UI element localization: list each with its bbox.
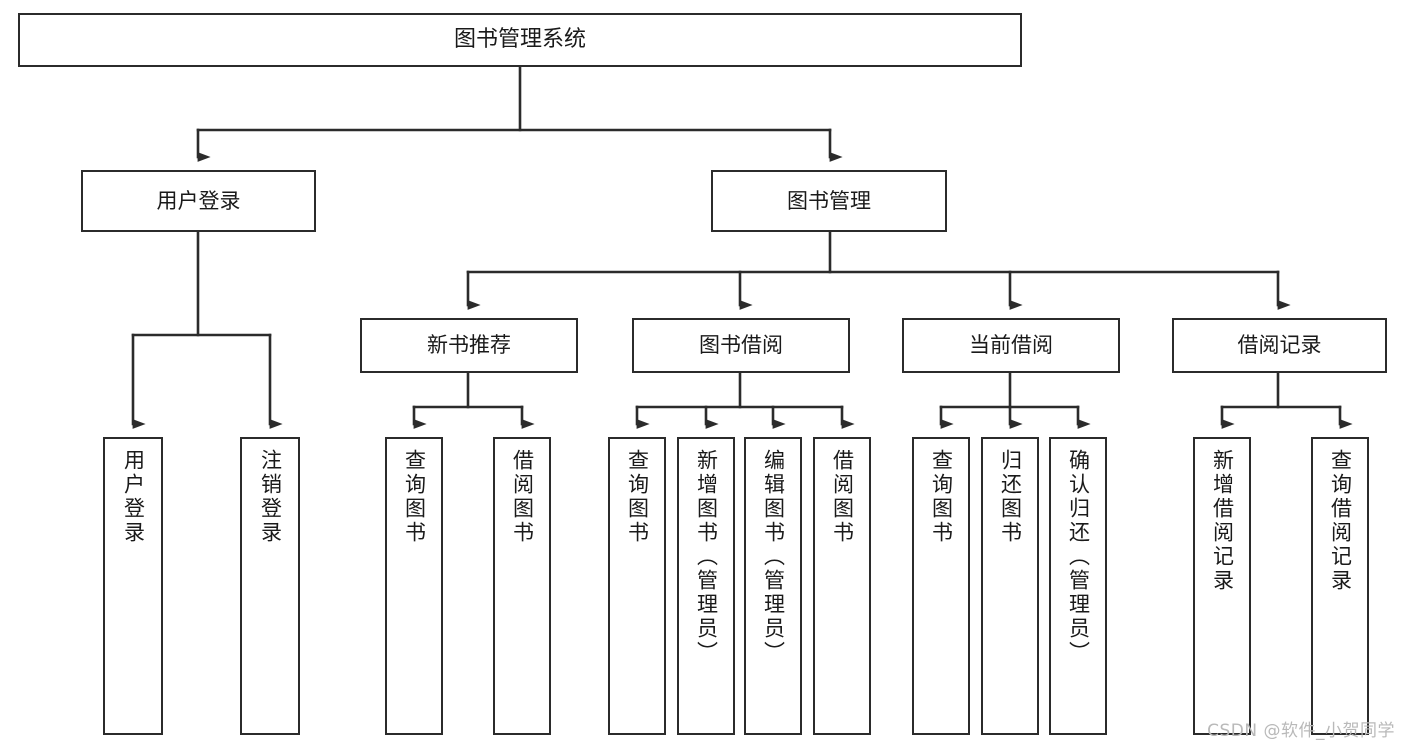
node-root-library-management-system[interactable]: 图书管理系统: [18, 13, 1022, 67]
node-leaf-logout[interactable]: 注销登录: [240, 437, 300, 735]
node-user-login[interactable]: 用户登录: [81, 170, 316, 232]
node-leaf-user-login[interactable]: 用户登录: [103, 437, 163, 735]
node-new-book-recommend[interactable]: 新书推荐: [360, 318, 578, 373]
node-leaf-add-borrow-record[interactable]: 新增借阅记录: [1193, 437, 1251, 735]
node-leaf-return-book[interactable]: 归还图书: [981, 437, 1039, 735]
node-leaf-borrow-book-recommend[interactable]: 借阅图书: [493, 437, 551, 735]
node-label: 查询图书: [402, 449, 427, 545]
node-label: 借阅记录: [1237, 333, 1322, 358]
node-label: 图书管理: [787, 188, 871, 213]
edges-current-borrow-to-leaves: [939, 371, 1091, 429]
node-borrow-record[interactable]: 借阅记录: [1172, 318, 1387, 373]
node-label: 借阅图书: [830, 449, 855, 545]
node-label: 查询借阅记录: [1328, 449, 1353, 593]
node-label: 用户登录: [156, 188, 241, 213]
node-label: 图书借阅: [699, 333, 783, 358]
node-label: 编辑图书（管理员）: [761, 449, 786, 665]
node-label: 查询图书: [625, 449, 650, 545]
node-label: 新增图书（管理员）: [694, 449, 719, 665]
edges-book-management-to-level3: [466, 230, 1291, 310]
node-label: 新增借阅记录: [1210, 449, 1235, 593]
node-label: 图书管理系统: [453, 27, 586, 53]
edges-new-book-recommend-to-leaves: [412, 371, 535, 429]
node-leaf-confirm-return-admin[interactable]: 确认归还（管理员）: [1049, 437, 1107, 735]
edges-borrow-record-to-leaves: [1220, 371, 1353, 429]
node-label: 新书推荐: [427, 333, 511, 358]
node-label: 用户登录: [121, 449, 146, 545]
node-leaf-borrow-book[interactable]: 借阅图书: [813, 437, 871, 735]
edges-book-borrow-to-leaves: [635, 371, 855, 429]
node-leaf-query-book-recommend[interactable]: 查询图书: [385, 437, 443, 735]
node-label: 借阅图书: [510, 449, 535, 545]
node-current-borrow[interactable]: 当前借阅: [902, 318, 1120, 373]
node-book-borrow[interactable]: 图书借阅: [632, 318, 850, 373]
node-leaf-query-book-borrow[interactable]: 查询图书: [608, 437, 666, 735]
node-label: 确认归还（管理员）: [1066, 449, 1091, 665]
node-book-management[interactable]: 图书管理: [711, 170, 947, 232]
edges-root-to-level2: [196, 65, 843, 162]
node-label: 当前借阅: [969, 333, 1053, 358]
csdn-watermark: CSDN @软件_小贺同学: [1207, 721, 1395, 741]
node-label: 注销登录: [258, 449, 283, 545]
node-leaf-edit-book-admin[interactable]: 编辑图书（管理员）: [744, 437, 802, 735]
node-label: 归还图书: [998, 449, 1023, 545]
node-leaf-query-book-current[interactable]: 查询图书: [912, 437, 970, 735]
node-leaf-add-book-admin[interactable]: 新增图书（管理员）: [677, 437, 735, 735]
node-leaf-query-borrow-record[interactable]: 查询借阅记录: [1311, 437, 1369, 735]
edges-user-login-to-leaves: [131, 230, 283, 429]
node-label: 查询图书: [929, 449, 954, 545]
